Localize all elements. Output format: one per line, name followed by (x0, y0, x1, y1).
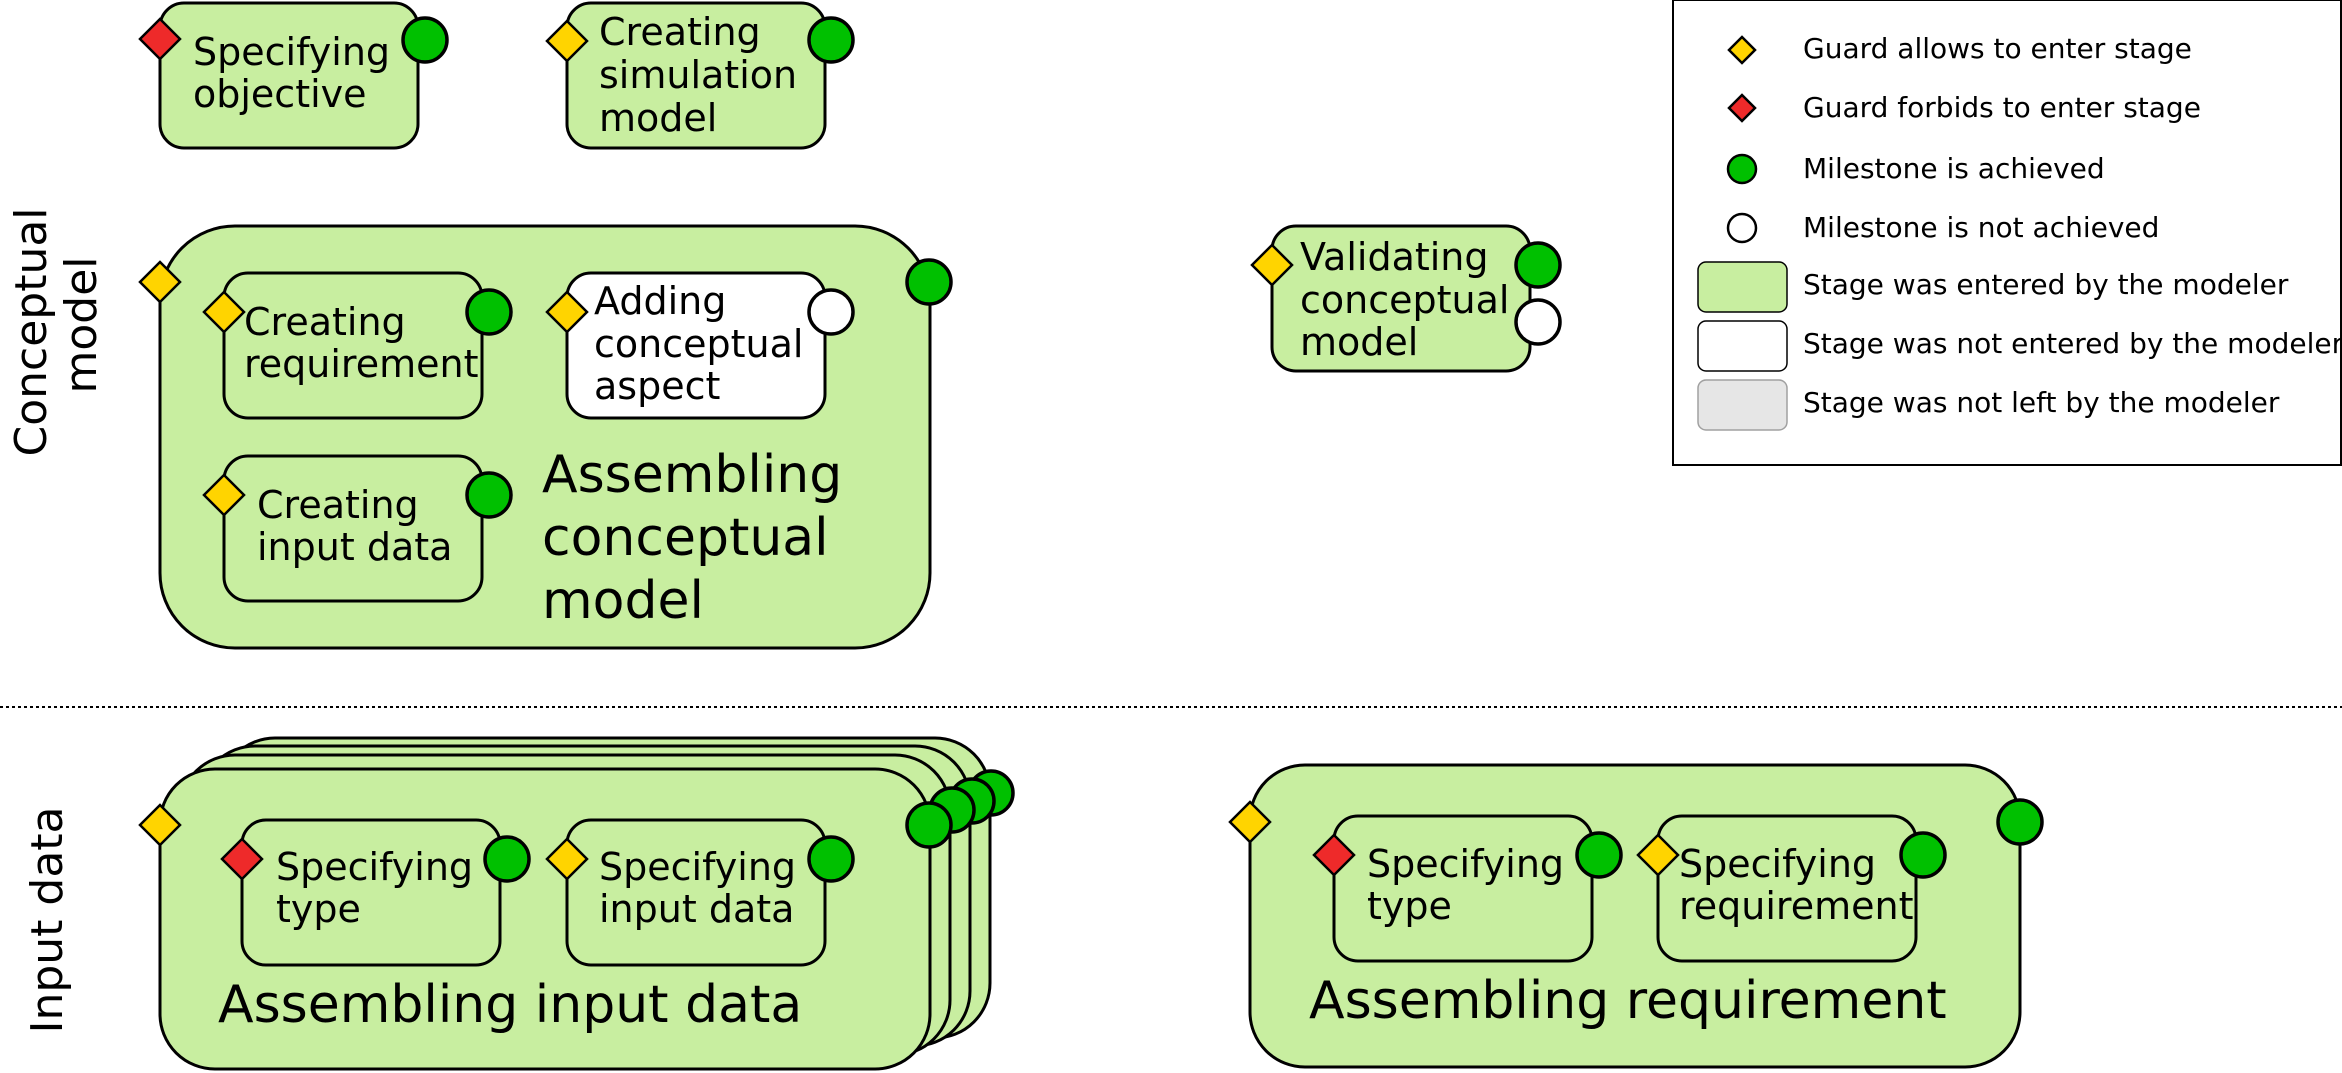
stage-label: Adding conceptual aspect (594, 279, 816, 408)
stage-specifying-type[interactable]: Specifying type (1312, 814, 1623, 963)
legend-milestone-not-achieved-label: Milestone is not achieved (1803, 211, 2159, 244)
stage-assembling-input-data[interactable]: Assembling input data Specifying type Sp… (138, 736, 1015, 1071)
legend-stage-not-entered-label: Stage was not entered by the modeler (1803, 327, 2342, 360)
milestone-not-achieved-icon (1514, 298, 1562, 346)
stage-label: Creating simulation model (599, 10, 809, 140)
stage-label: Assembling requirement (1309, 971, 1947, 1031)
guard-forbids-icon (1312, 833, 1356, 877)
milestone-achieved-icon (465, 471, 513, 519)
guard-allows-icon (202, 473, 246, 517)
stage-label: Creating input data (257, 483, 452, 569)
guard-allows-icon (1727, 35, 1757, 65)
milestone-achieved-icon (905, 258, 953, 306)
stage-box (1270, 224, 1532, 373)
stage-specifying-requirement[interactable]: Specifying requirement (1636, 814, 1947, 963)
guard-allows-icon (138, 260, 182, 304)
milestone-not-achieved-icon (1726, 212, 1758, 244)
stage-creating-input-data[interactable]: Creating input data (202, 454, 513, 603)
stage-specifying-objective[interactable]: Specifying objective (138, 1, 449, 150)
legend-guard-allows-label: Guard allows to enter stage (1803, 32, 2192, 65)
stage-creating-simulation-model[interactable]: Creating simulation model (545, 1, 855, 150)
stage-label: Validating conceptual model (1300, 235, 1522, 364)
guard-allows-icon (545, 837, 589, 881)
guard-allows-icon (202, 290, 246, 334)
stage-specifying-input-data[interactable]: Specifying input data (545, 818, 855, 967)
guard-allows-icon (1636, 833, 1680, 877)
stage-box (222, 271, 484, 420)
lane-label-input-data: Input data (22, 806, 73, 1033)
milestone-achieved-icon (905, 801, 953, 849)
milestone-not-achieved-icon (807, 288, 855, 336)
stage-label: Assembling conceptual model (542, 445, 859, 631)
milestone-achieved-icon (1726, 153, 1758, 185)
legend-swatch-not-entered (1697, 320, 1788, 372)
stage-label: Specifying objective (193, 30, 402, 116)
legend-guard-forbids-label: Guard forbids to enter stage (1803, 91, 2201, 124)
guard-allows-icon (1228, 800, 1272, 844)
milestone-achieved-icon (807, 835, 855, 883)
stage-label: Assembling input data (218, 975, 802, 1035)
stage-box (1332, 814, 1594, 963)
guard-forbids-icon (1727, 93, 1757, 123)
stage-label: Creating requirement (244, 300, 478, 386)
stage-creating-requirement[interactable]: Creating requirement (202, 271, 513, 420)
stage-box (565, 818, 827, 967)
stage-validating-conceptual-model[interactable]: Validating conceptual model (1250, 224, 1562, 373)
stage-label: Specifying type (276, 845, 485, 931)
legend-swatch-not-left (1697, 379, 1788, 431)
legend: Guard allows to enter stage Guard forbid… (1672, 0, 2342, 466)
legend-milestone-achieved-label: Milestone is achieved (1803, 152, 2105, 185)
stage-adding-conceptual-aspect[interactable]: Adding conceptual aspect (545, 271, 855, 420)
stage-label: Specifying type (1367, 842, 1576, 928)
stage-box (158, 1, 420, 150)
stage-label: Specifying input data (599, 845, 808, 931)
legend-swatch-entered (1697, 261, 1788, 313)
legend-stage-not-left-label: Stage was not left by the modeler (1803, 386, 2280, 419)
guard-allows-icon (545, 290, 589, 334)
milestone-achieved-icon (465, 288, 513, 336)
guard-allows-icon (545, 19, 589, 63)
milestone-achieved-icon (483, 835, 531, 883)
milestone-achieved-icon (807, 16, 855, 64)
guard-allows-icon (138, 803, 182, 847)
guard-allows-icon (1250, 243, 1294, 287)
milestone-achieved-icon (401, 16, 449, 64)
milestone-achieved-icon (1514, 241, 1562, 289)
stage-box (240, 818, 502, 967)
milestone-achieved-icon (1575, 831, 1623, 879)
stage-assembling-requirement[interactable]: Assembling requirement Specifying type S… (1228, 763, 2044, 1069)
milestone-achieved-icon (1996, 798, 2044, 846)
guard-forbids-icon (138, 17, 182, 61)
guard-forbids-icon (220, 837, 264, 881)
milestone-achieved-icon (1899, 831, 1947, 879)
legend-stage-entered-label: Stage was entered by the modeler (1803, 268, 2289, 301)
stage-box (1656, 814, 1918, 963)
stage-assembling-conceptual-model[interactable]: Assembling conceptual model Creating req… (138, 224, 953, 650)
stage-box (222, 454, 484, 603)
stage-box (565, 1, 827, 150)
lane-label-conceptual-model: Conceptual model (6, 193, 107, 456)
stage-box (565, 271, 827, 420)
stage-specifying-type[interactable]: Specifying type (220, 818, 531, 967)
stage-label: Specifying requirement (1679, 842, 1913, 928)
